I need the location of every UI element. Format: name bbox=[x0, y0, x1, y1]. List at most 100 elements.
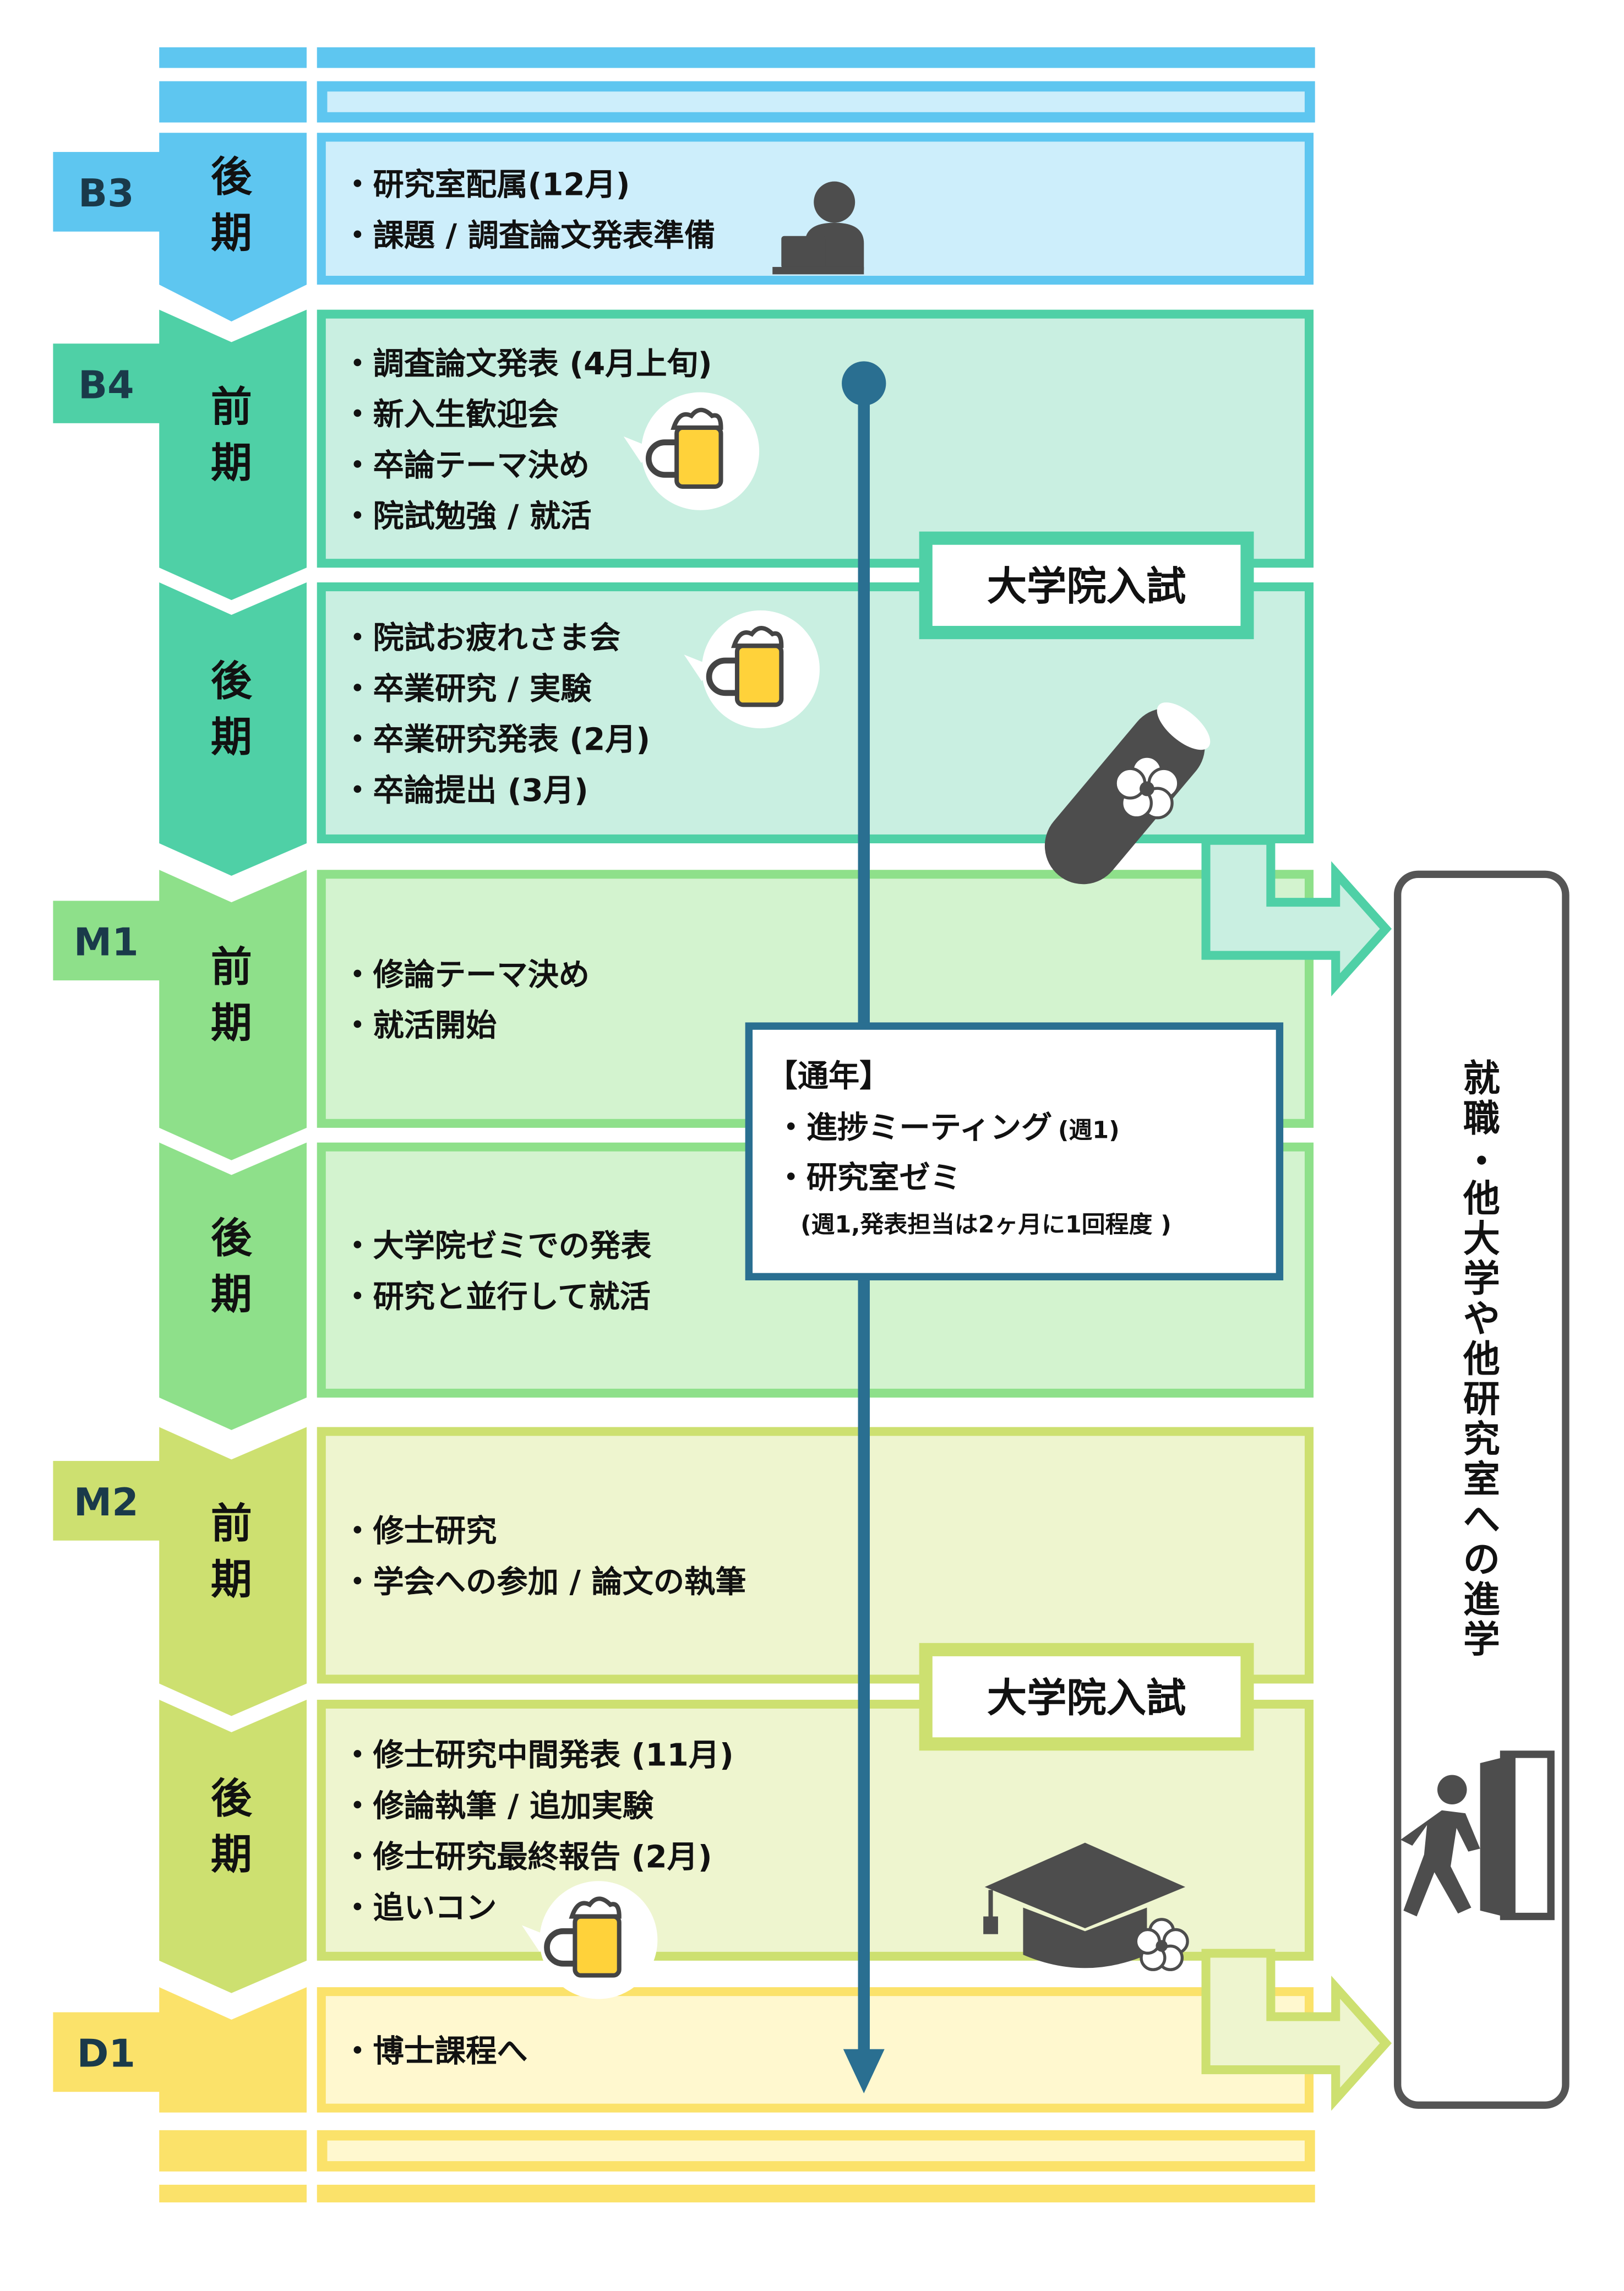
grade-tab-bg bbox=[53, 2012, 162, 2092]
beer-icon bbox=[623, 392, 760, 510]
bottom-bar-left bbox=[159, 2130, 307, 2172]
yearly-item-meeting-text: ・進捗ミーティング bbox=[776, 1110, 1053, 1146]
term-item: ・修論執筆 / 追加実験 bbox=[342, 1788, 653, 1824]
term-item: ・研究と並行して就活 bbox=[342, 1279, 651, 1315]
term-label-char-2: 期 bbox=[211, 1555, 252, 1603]
yearly-title: 【通年】 bbox=[767, 1059, 891, 1094]
term-item: ・研究室配属(12月) bbox=[342, 167, 630, 203]
beer-badge-tail bbox=[684, 654, 714, 681]
term-row-m2-5: 前期前期・修士研究・学会への参加 / 論文の執筆 bbox=[159, 1427, 1314, 1716]
person-computer-icon bbox=[772, 181, 864, 275]
term-chevron bbox=[159, 870, 307, 1160]
grad-exam-text: 大学院入試 bbox=[987, 1675, 1186, 1721]
exit-char: ・ bbox=[1463, 1140, 1500, 1183]
cap-base bbox=[1023, 1907, 1147, 1968]
cap-board bbox=[984, 1842, 1186, 1928]
grad-exam-text: 大学院入試 bbox=[987, 564, 1186, 610]
grade-tab-b3: B3 bbox=[53, 152, 162, 232]
sakura-petal bbox=[1114, 767, 1147, 800]
term-label-char-2: 期 bbox=[211, 1830, 252, 1879]
sakura-icon bbox=[1134, 1918, 1189, 1971]
term-label-char-2: 期 bbox=[211, 999, 252, 1047]
term-chevron bbox=[159, 1142, 307, 1430]
term-item: ・卒業研究発表 (2月) bbox=[342, 722, 650, 758]
term-item: ・調査論文発表 (4月上旬) bbox=[342, 346, 712, 382]
term-item: ・就活開始 bbox=[342, 1008, 497, 1044]
beer-mug-handle bbox=[706, 657, 737, 696]
exit-char: 究 bbox=[1463, 1417, 1500, 1460]
timeline-start-dot bbox=[842, 361, 886, 406]
term-item: ・博士課程へ bbox=[342, 2033, 527, 2069]
beer-mug-body bbox=[674, 425, 723, 489]
arrow-to-exit-1 bbox=[1201, 836, 1392, 997]
yearly-item-seminar: ・研究室ゼミ bbox=[776, 1160, 961, 1196]
term-chevron bbox=[159, 309, 307, 601]
term-item: ・新入生歓迎会 bbox=[342, 397, 559, 433]
person-exit-door-icon bbox=[1400, 1750, 1555, 1921]
exit-char: の bbox=[1463, 1538, 1500, 1581]
sakura-icon bbox=[1114, 755, 1180, 820]
walker-body bbox=[1400, 1810, 1480, 1917]
grade-label: M1 bbox=[74, 920, 139, 965]
term-label-char-1: 後 bbox=[211, 152, 253, 201]
beer-foam bbox=[569, 1896, 622, 1919]
beer-mug-handle bbox=[544, 1928, 575, 1967]
term-label-char-2: 期 bbox=[211, 209, 252, 257]
top-bar-left bbox=[159, 47, 307, 68]
term-item: ・修論テーマ決め bbox=[342, 957, 590, 993]
beer-badge-tail bbox=[521, 1925, 552, 1952]
term-label-char-2: 期 bbox=[211, 713, 252, 761]
term-label-char-1: 前 bbox=[211, 1499, 252, 1547]
yearly-item-meeting-freq: (週1) bbox=[1058, 1117, 1120, 1144]
graduation-cap-icon bbox=[983, 1842, 1186, 1968]
term-label-char-1: 後 bbox=[211, 1774, 253, 1823]
exit-char: や bbox=[1463, 1297, 1500, 1340]
sakura-center bbox=[1140, 781, 1154, 797]
beer-foam bbox=[731, 626, 784, 648]
arrow-shape bbox=[1201, 1949, 1392, 2111]
term-label-char-1: 後 bbox=[211, 1214, 253, 1262]
top-bar-right bbox=[317, 47, 1315, 68]
term-item: ・院試勉強 / 就活 bbox=[342, 499, 591, 534]
term-chevron bbox=[159, 1699, 307, 1993]
sakura-center bbox=[1156, 1940, 1168, 1952]
decor-bars bbox=[159, 47, 1315, 2203]
grade-tab-bg bbox=[53, 343, 162, 423]
yearly-box-frame bbox=[745, 1022, 1284, 1281]
term-row-b4-1: 前期前期・調査論文発表 (4月上旬)・新入生歓迎会・卒論テーマ決め・院試勉強 /… bbox=[159, 309, 1314, 601]
beer-mug-body bbox=[573, 1914, 622, 1978]
exit-char: 学 bbox=[1463, 1618, 1500, 1661]
term-item: ・修士研究 bbox=[342, 1514, 497, 1550]
term-item: ・卒論提出 (3月) bbox=[342, 773, 588, 809]
walker-head bbox=[1437, 1775, 1467, 1805]
term-item: ・学会への参加 / 論文の執筆 bbox=[342, 1564, 746, 1600]
term-box bbox=[317, 1427, 1314, 1684]
term-item: ・大学院ゼミでの発表 bbox=[342, 1229, 652, 1264]
grade-tab-bg bbox=[53, 1461, 162, 1541]
laptop-base bbox=[772, 266, 864, 275]
bottom-bar-left-2 bbox=[159, 2184, 307, 2203]
grade-tab-m1: M1 bbox=[53, 901, 162, 981]
arrow-to-exit-2 bbox=[1201, 1949, 1392, 2111]
term-chevron bbox=[159, 133, 307, 322]
term-row-d1-7: ・博士課程へ bbox=[159, 1987, 1314, 2113]
timeline-arrowhead bbox=[843, 2049, 885, 2093]
beer-icon bbox=[521, 1881, 658, 1999]
door-panel bbox=[1480, 1754, 1516, 1919]
person-head bbox=[814, 181, 855, 223]
term-label-char-1: 前 bbox=[211, 942, 252, 991]
bottom-bar-inner bbox=[327, 2140, 1305, 2162]
exit-char: 学 bbox=[1463, 1257, 1500, 1300]
term-chevron bbox=[159, 1987, 307, 2113]
term-item: ・追いコン bbox=[342, 1890, 497, 1926]
beer-mug-body bbox=[734, 643, 784, 707]
cap-tassel bbox=[983, 1916, 998, 1934]
exit-char: 室 bbox=[1463, 1458, 1500, 1501]
exit-char: 就 bbox=[1463, 1057, 1500, 1100]
grade-label: D1 bbox=[77, 2032, 135, 2076]
term-item: ・卒業研究 / 実験 bbox=[342, 671, 592, 707]
term-item: ・修士研究最終報告 (2月) bbox=[342, 1840, 712, 1875]
beer-mug-handle bbox=[646, 439, 677, 478]
